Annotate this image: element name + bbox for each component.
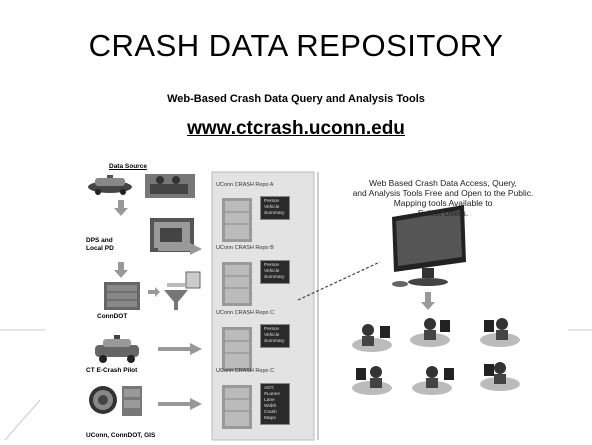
repo-label-b: UConn CRASH Repo B xyxy=(216,245,274,251)
right-arrow xyxy=(158,243,202,255)
repo-label-a: UConn CRASH Repo A xyxy=(216,182,274,188)
frame-line-diagonal xyxy=(4,399,41,441)
data-source-label: Data Source xyxy=(109,163,147,170)
repo-label-c: UConn CRASH Repo C xyxy=(216,310,275,316)
source-label-dps: DPS and Local PD xyxy=(86,237,114,252)
right-arrow xyxy=(148,287,160,297)
network-link-line xyxy=(297,261,381,301)
slide-subtitle: Web-Based Crash Data Query and Analysis … xyxy=(167,93,425,105)
police-report-photo-icon xyxy=(150,218,194,252)
down-arrow xyxy=(114,200,128,216)
server-icon xyxy=(122,386,142,416)
server-icon xyxy=(104,282,140,310)
source-label-ecrash: CT E-Crash Pilot xyxy=(86,367,138,374)
filter-funnel-icon xyxy=(164,283,188,310)
repo-server-icon xyxy=(222,327,252,371)
slide-title: CRASH DATA REPOSITORY xyxy=(88,28,504,63)
computer-monitor-icon xyxy=(392,205,466,287)
source-label-conndot: ConnDOT xyxy=(97,313,128,320)
user-workstation-icon xyxy=(352,324,392,352)
seal-icon xyxy=(89,386,117,414)
right-arrow xyxy=(158,398,202,410)
website-link[interactable]: www.ctcrash.uconn.edu xyxy=(187,118,405,139)
user-workstation-icon xyxy=(410,318,450,347)
user-workstation-icon xyxy=(352,366,392,395)
repo-card-a: Person Vehicle Summary xyxy=(260,196,290,220)
user-workstation-icon xyxy=(480,318,520,347)
document-icon xyxy=(185,271,201,289)
repo-card-d: ADT, #Lanes Lane Width Crash Maps xyxy=(260,383,290,425)
user-workstation-icon xyxy=(412,366,454,395)
repo-label-d: UConn CRASH Repo C xyxy=(216,368,275,374)
repo-card-c: Person Vehicle Summary xyxy=(260,324,290,348)
repo-server-icon xyxy=(222,262,252,306)
police-car-icon xyxy=(88,175,132,195)
police-car-icon xyxy=(95,335,139,363)
down-arrow xyxy=(421,292,435,310)
user-workstation-icon xyxy=(480,362,520,391)
repo-server-icon xyxy=(222,385,252,429)
access-description: Web Based Crash Data Access, Query, and … xyxy=(352,178,534,218)
down-arrow xyxy=(114,262,128,278)
right-arrow xyxy=(158,343,202,355)
repo-card-b: Person Vehicle Summary xyxy=(260,260,290,284)
source-label-uconn: UConn, ConnDOT, GIS xyxy=(86,432,156,439)
repo-server-icon xyxy=(222,198,252,242)
crash-scene-photo-icon xyxy=(145,174,195,198)
